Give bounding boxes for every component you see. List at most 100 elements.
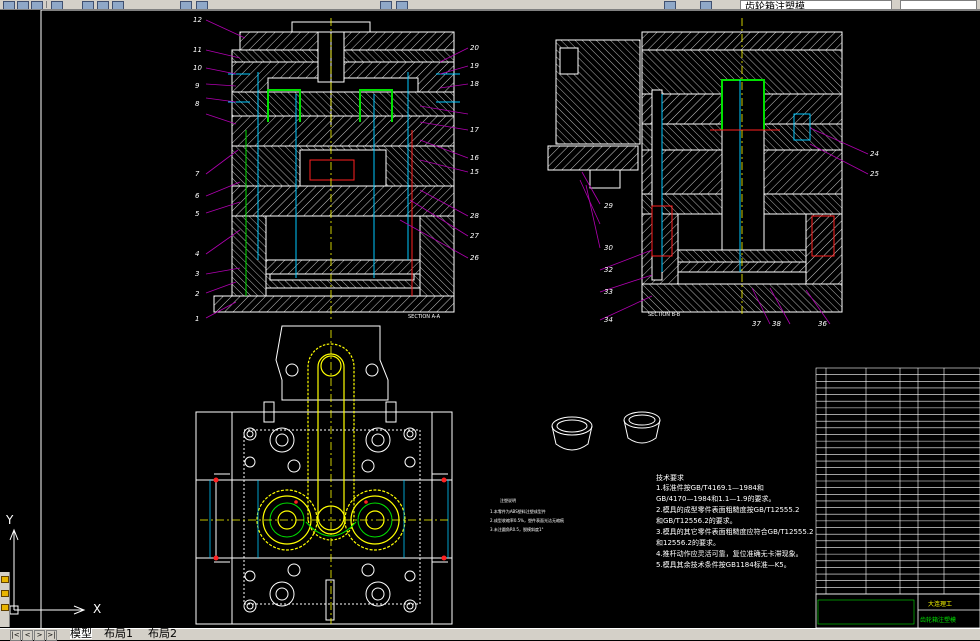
palette-icon[interactable] (1, 576, 9, 583)
svg-text:2.模具的成型零件表面粗糙度按GB/T12555.2: 2.模具的成型零件表面粗糙度按GB/T12555.2 (656, 505, 800, 514)
part-label: 38 (772, 320, 781, 328)
leader-lines-left (205, 19, 246, 319)
side-view-colored (651, 79, 835, 272)
side-section-view (547, 31, 843, 313)
svg-text:4.推杆动作应灵活可靠，复位准确无卡滞现象。: 4.推杆动作应灵活可靠，复位准确无卡滞现象。 (656, 549, 803, 558)
part-label: 6 (195, 192, 200, 200)
part-label: 34 (604, 316, 613, 324)
part-label: 4 (195, 250, 199, 258)
layout-tab-bar: |< < > >| 模型 布局1 布局2 (0, 627, 980, 641)
copy-icon[interactable] (97, 1, 109, 9)
part-label: 30 (604, 244, 613, 252)
part-label: 15 (470, 168, 479, 176)
plan-centerline (200, 330, 450, 624)
ucs-icon (9, 528, 86, 615)
standard-toolbar: 齿轮箱注塑模 (0, 0, 980, 10)
part-label: 19 (470, 62, 479, 70)
svg-text:1.本零件为ABS塑料注塑成型件: 1.本零件为ABS塑料注塑成型件 (490, 508, 546, 514)
plot-icon[interactable] (51, 1, 63, 9)
tab-model[interactable]: 模型 (70, 627, 92, 640)
cut-icon[interactable] (82, 1, 94, 9)
part-label: 26 (470, 254, 479, 262)
svg-text:3.模具的其它零件表面粗糙度应符合GB/T12555.2: 3.模具的其它零件表面粗糙度应符合GB/T12555.2 (656, 527, 814, 536)
svg-text:注塑说明: 注塑说明 (500, 497, 516, 503)
section-label-a: SECTION A-A (408, 314, 441, 320)
part-label: 10 (193, 64, 202, 72)
part-label: 18 (470, 80, 479, 88)
prev-tab-button[interactable]: < (22, 630, 33, 641)
ucs-y-label: Y (5, 513, 14, 527)
part-labels-left: 12 11 10 9 8 7 6 5 4 3 2 1 (193, 16, 202, 323)
main-section-view (213, 21, 455, 313)
last-tab-button[interactable]: >| (46, 630, 57, 641)
svg-text:3.未注圆角R0.5，脱模斜度1°: 3.未注圆角R0.5，脱模斜度1° (490, 526, 544, 532)
injection-notes: 注塑说明 1.本零件为ABS塑料注塑成型件 2.成型收缩率0.5%，塑件表面光洁… (490, 497, 564, 532)
title-block-name: 大连理工 (928, 600, 952, 608)
part-label: 28 (470, 212, 479, 220)
part-label: 5 (195, 210, 200, 218)
open-icon[interactable] (17, 1, 29, 9)
title-block-drawing: 齿轮箱注塑模 (920, 616, 956, 624)
part-label: 20 (470, 44, 479, 52)
side-view-labels: 24 25 29 30 32 33 34 37 38 36 (604, 150, 879, 328)
zoom-icon[interactable] (396, 1, 408, 9)
side-view-leaders (579, 127, 869, 325)
part-label: 32 (604, 266, 613, 274)
redo-icon[interactable] (196, 1, 208, 9)
part-label: 1 (195, 315, 199, 323)
ucs-x-label: X (93, 602, 101, 616)
svg-text:5.模具其余技术条件按GB1184标准—K5。: 5.模具其余技术条件按GB1184标准—K5。 (656, 560, 791, 569)
svg-text:GB/4170—1984和1.1—1.9的要求。: GB/4170—1984和1.1—1.9的要求。 (656, 494, 775, 503)
part-label: 24 (870, 150, 879, 158)
layer-icon[interactable] (664, 1, 676, 9)
undo-icon[interactable] (180, 1, 192, 9)
part-label: 7 (195, 170, 200, 178)
product-iso-views (551, 411, 661, 451)
technical-notes: 技术要求 1.标准件按GB/T4169.1—1984和 GB/4170—1984… (656, 473, 814, 569)
plan-view (195, 325, 453, 625)
svg-text:和12556.2的要求。: 和12556.2的要求。 (656, 538, 720, 547)
part-labels-right: 20 19 18 17 16 15 28 27 26 (470, 44, 479, 262)
svg-text:技术要求: 技术要求 (656, 473, 684, 482)
title-block: 大连理工 齿轮箱注塑模 (815, 593, 980, 628)
layer-name: 齿轮箱注塑模 (745, 2, 805, 10)
tab-layout1[interactable]: 布局1 (104, 627, 133, 640)
svg-text:2.成型收缩率0.5%，塑件表面光洁无缩痕: 2.成型收缩率0.5%，塑件表面光洁无缩痕 (490, 517, 564, 523)
tab-layout2[interactable]: 布局2 (148, 627, 177, 640)
layer-dropdown[interactable]: 齿轮箱注塑模 (740, 0, 892, 10)
part-label: 29 (604, 202, 613, 210)
part-label: 36 (818, 320, 827, 328)
bom-table (815, 367, 980, 595)
svg-text:和GB/T12556.2的要求。: 和GB/T12556.2的要求。 (656, 516, 737, 525)
sheet-border (40, 10, 980, 628)
plan-cooling (209, 480, 449, 558)
drawing-canvas[interactable]: 12 11 10 9 8 7 6 5 4 3 2 1 20 19 18 17 1… (0, 10, 980, 628)
tool-palette-strip[interactable] (0, 572, 10, 627)
properties-icon[interactable] (700, 1, 712, 9)
palette-icon[interactable] (1, 590, 9, 597)
main-view-core-outline (228, 72, 460, 296)
paste-icon[interactable] (112, 1, 124, 9)
part-label: 12 (193, 16, 202, 24)
plan-red-markers (213, 477, 447, 561)
save-icon[interactable] (31, 1, 43, 9)
section-label-b: SECTION B-B (648, 312, 681, 318)
part-label: 16 (470, 154, 479, 162)
next-tab-button[interactable]: > (34, 630, 45, 641)
part-label: 11 (193, 46, 202, 54)
qnew-icon[interactable] (3, 1, 15, 9)
part-label: 17 (470, 126, 479, 134)
part-label: 37 (752, 320, 761, 328)
pan-icon[interactable] (380, 1, 392, 9)
svg-text:1.标准件按GB/T4169.1—1984和: 1.标准件按GB/T4169.1—1984和 (656, 483, 764, 492)
palette-icon[interactable] (1, 604, 9, 611)
part-label: 2 (195, 290, 200, 298)
leader-lines-right (399, 47, 469, 259)
color-dropdown[interactable] (900, 0, 977, 9)
part-label: 8 (195, 100, 200, 108)
part-label: 3 (195, 270, 199, 278)
part-label: 33 (604, 288, 613, 296)
part-label: 25 (870, 170, 879, 178)
first-tab-button[interactable]: |< (10, 630, 21, 641)
part-label: 27 (470, 232, 479, 240)
